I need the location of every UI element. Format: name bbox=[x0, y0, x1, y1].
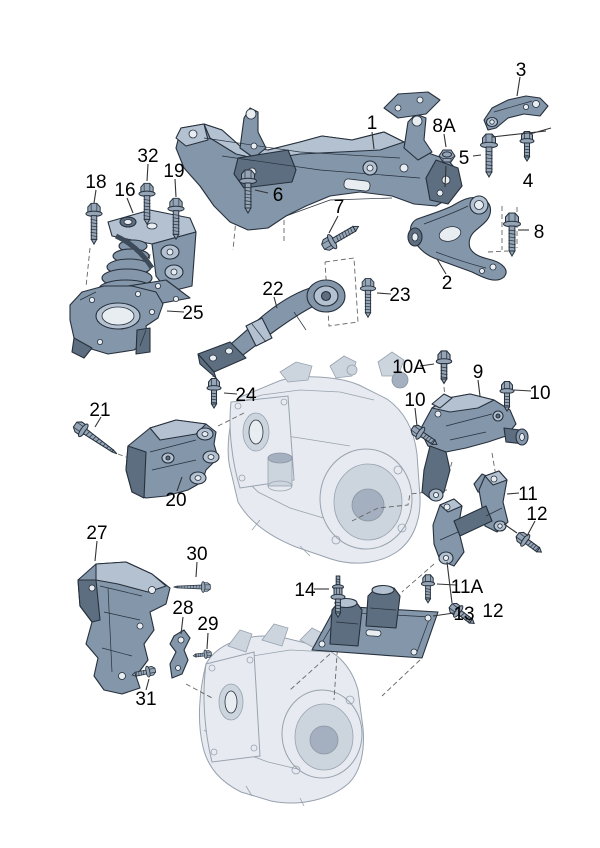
gearbox-upper-illustration bbox=[227, 351, 421, 564]
callout-3[interactable]: 3 bbox=[516, 60, 527, 81]
subframe-part bbox=[175, 91, 463, 231]
callout-labels: 1 2 3 4 5 6 7 8 8A 9 10 10 10A 11 11A 12… bbox=[85, 60, 550, 710]
bolt-4 bbox=[519, 131, 535, 162]
bolt-12-upper bbox=[512, 528, 547, 559]
callout-21[interactable]: 21 bbox=[89, 400, 110, 421]
bolt-24 bbox=[206, 378, 222, 409]
callout-25[interactable]: 25 bbox=[182, 303, 203, 324]
callout-11A[interactable]: 11A bbox=[451, 577, 484, 598]
gearbox-lower-illustration bbox=[198, 623, 364, 807]
callout-31[interactable]: 31 bbox=[135, 689, 156, 710]
callout-20[interactable]: 20 bbox=[165, 490, 186, 511]
callout-10A[interactable]: 10A bbox=[392, 357, 426, 378]
callout-10-right[interactable]: 10 bbox=[529, 383, 550, 404]
callout-11[interactable]: 11 bbox=[518, 484, 538, 505]
callout-24[interactable]: 24 bbox=[235, 385, 257, 406]
small-bracket-part bbox=[169, 629, 191, 679]
callout-8A[interactable]: 8A bbox=[432, 116, 456, 137]
callout-22[interactable]: 22 bbox=[262, 279, 283, 300]
callout-2[interactable]: 2 bbox=[442, 273, 453, 294]
callout-12-lower[interactable]: 12 bbox=[482, 601, 503, 622]
control-arm-part bbox=[407, 195, 507, 281]
bolt-30 bbox=[173, 581, 211, 593]
bolt-10A bbox=[435, 350, 453, 384]
nut-8A bbox=[438, 149, 456, 163]
projection-lines bbox=[444, 127, 552, 604]
callout-4[interactable]: 4 bbox=[523, 171, 534, 192]
callout-27[interactable]: 27 bbox=[86, 523, 107, 544]
callout-8[interactable]: 8 bbox=[534, 222, 545, 243]
bolt-5 bbox=[480, 133, 498, 178]
engine-mount-rh-part bbox=[419, 393, 529, 502]
mount-cover-part bbox=[69, 285, 164, 359]
callout-28[interactable]: 28 bbox=[172, 598, 193, 619]
callout-1[interactable]: 1 bbox=[367, 113, 378, 134]
pendulum-support-part bbox=[197, 279, 346, 379]
upper-bracket-part bbox=[483, 95, 549, 131]
callout-32[interactable]: 32 bbox=[137, 146, 158, 167]
bolt-18 bbox=[85, 202, 103, 245]
callout-6[interactable]: 6 bbox=[273, 185, 284, 206]
bolt-23 bbox=[359, 278, 377, 318]
callout-16[interactable]: 16 bbox=[114, 180, 135, 201]
support-bracket-part bbox=[432, 470, 509, 567]
gearbox-bracket-part bbox=[125, 419, 220, 499]
callout-12-upper[interactable]: 12 bbox=[526, 504, 547, 525]
callout-7[interactable]: 7 bbox=[334, 197, 345, 218]
gearbox-mount-part bbox=[311, 584, 439, 659]
bolt-7 bbox=[318, 218, 363, 255]
engine-support-bracket-part bbox=[77, 561, 171, 695]
callout-9[interactable]: 9 bbox=[473, 362, 484, 383]
callout-5[interactable]: 5 bbox=[459, 148, 470, 169]
callout-10-left[interactable]: 10 bbox=[404, 390, 425, 411]
callout-13[interactable]: 13 bbox=[453, 604, 474, 625]
engine-mount-part bbox=[89, 209, 197, 313]
callout-23[interactable]: 23 bbox=[389, 285, 410, 306]
bolt-8 bbox=[503, 212, 521, 257]
callout-14[interactable]: 14 bbox=[294, 580, 316, 601]
callout-19[interactable]: 19 bbox=[163, 161, 184, 182]
leader-lines bbox=[93, 76, 536, 691]
bolt-11A bbox=[420, 574, 436, 604]
callout-18[interactable]: 18 bbox=[85, 172, 106, 193]
callout-30[interactable]: 30 bbox=[186, 544, 207, 565]
callout-29[interactable]: 29 bbox=[197, 614, 218, 635]
